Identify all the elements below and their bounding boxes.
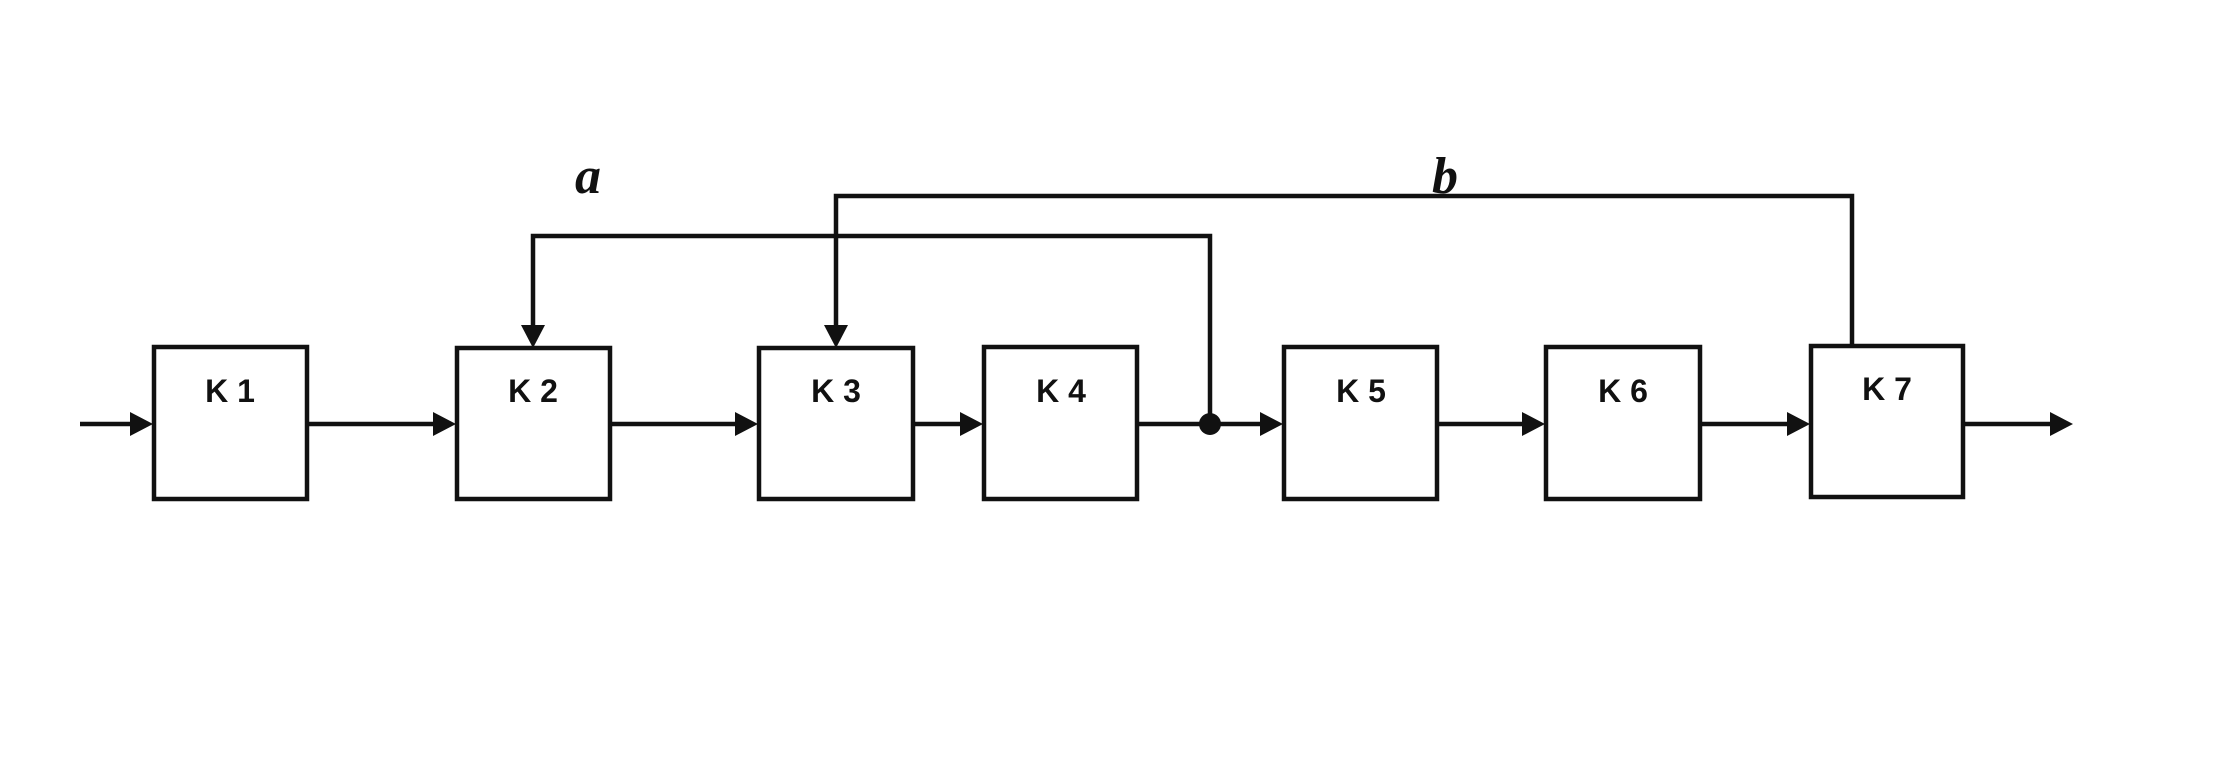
- block-k6: K 6: [1543, 344, 1703, 502]
- block-label: K 2: [508, 373, 558, 409]
- block-k4: K 4: [981, 344, 1140, 502]
- block-label: K 1: [205, 373, 255, 409]
- arrowhead-output: [2050, 412, 2073, 436]
- block-k3: K 3: [756, 345, 916, 502]
- block-label: K 3: [811, 373, 861, 409]
- block-k2: K 2: [454, 345, 613, 502]
- arrowhead-k6: [1522, 412, 1545, 436]
- arrowhead-k5: [1260, 412, 1283, 436]
- arrowhead-k2: [433, 412, 456, 436]
- arrowhead-feedback-b: [824, 325, 848, 348]
- loop-label-a: a: [575, 148, 601, 205]
- feedback-loop-b: [833, 193, 1855, 346]
- feedback-loop-a: [530, 233, 1213, 424]
- block-k7: K 7: [1808, 343, 1966, 500]
- loop-label-b: b: [1432, 148, 1458, 205]
- arrowhead-k7: [1787, 412, 1810, 436]
- block-label: K 5: [1336, 373, 1386, 409]
- arrowhead-input: [130, 412, 153, 436]
- arrowhead-feedback-a: [521, 325, 545, 348]
- arrowhead-k3: [735, 412, 758, 436]
- block-label: K 7: [1862, 371, 1912, 407]
- arrowhead-k4: [960, 412, 983, 436]
- block-label: K 6: [1598, 373, 1648, 409]
- junction-dot: [1199, 413, 1221, 435]
- block-k5: K 5: [1281, 344, 1440, 502]
- block-k1: K 1: [151, 344, 310, 502]
- block-label: K 4: [1036, 373, 1086, 409]
